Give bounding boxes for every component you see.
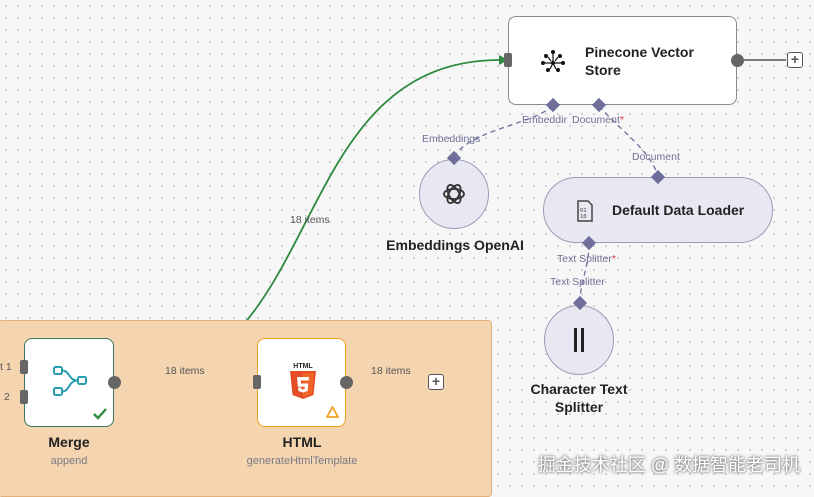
pinecone-add-button[interactable]: + [787,52,803,68]
html-subtitle: generateHtmlTemplate [246,455,358,467]
pinecone-output-handle[interactable] [731,54,744,67]
loader-document-port-label: Document [632,151,680,163]
edge-loader-to-pinecone[interactable] [598,105,659,177]
openai-logo-icon [443,184,465,204]
document-file-icon: 01 10 [577,200,593,222]
html-input-handle[interactable] [253,375,261,389]
pinecone-embedding-port-label: Embeddir [522,114,567,126]
edge-label-html-out: 18 items [371,365,411,377]
pinecone-vector-store-node[interactable]: Pinecone Vector Store [508,16,737,105]
character-text-splitter-node[interactable] [544,305,614,375]
embeddings-openai-node[interactable] [419,159,489,229]
watermark-text: 掘金技术社区 @ 数据智能老司机 [537,455,800,475]
merge-input-2-handle[interactable] [20,390,28,404]
checkmark-icon [93,408,107,420]
html5-badge-text: HTML [293,363,313,370]
loader-title: Default Data Loader [612,202,745,218]
edge-label-merge-to-pinecone: 18 items [290,214,330,226]
pinecone-document-port-label: Document* [572,114,624,126]
warning-triangle-icon [326,406,339,418]
merge-subtitle: append [50,455,88,467]
html-add-button[interactable]: + [428,374,444,390]
merge-input-1-label: t 1 [0,361,12,373]
merge-output-handle[interactable] [108,376,121,389]
merge-flow-icon [53,366,87,396]
html-node[interactable]: HTML [257,338,346,427]
merge-input-1-handle[interactable] [20,360,28,374]
embeddings-port-label: Embeddings [422,133,481,145]
splitter-port-label: Text Splitter [550,276,605,288]
default-data-loader-node[interactable]: 01 10 Default Data Loader [543,177,773,243]
html5-logo-icon: HTML [288,363,318,399]
edge-label-merge-to-html: 18 items [165,365,205,377]
embeddings-title: Embeddings OpenAI [386,237,524,253]
html-output-handle[interactable] [340,376,353,389]
merge-title: Merge [48,434,90,450]
html-title: HTML [282,434,322,450]
svg-text:10: 10 [580,214,587,220]
merge-node[interactable] [24,338,114,427]
svg-text:01: 01 [580,208,587,214]
pinecone-logo-icon [541,50,565,72]
merge-input-2-label: 2 [4,391,10,403]
pinecone-input-handle[interactable] [504,53,512,67]
edge-arrowhead [499,55,508,65]
edge-splitter-to-loader[interactable] [579,243,590,301]
loader-splitter-port-label: Text Splitter* [557,253,616,265]
edge-embeddings-to-pinecone[interactable] [453,105,554,158]
split-bars-icon [574,328,584,352]
splitter-title: Character Text Splitter [530,381,628,415]
pinecone-title: Pinecone Vector Store [585,44,694,78]
